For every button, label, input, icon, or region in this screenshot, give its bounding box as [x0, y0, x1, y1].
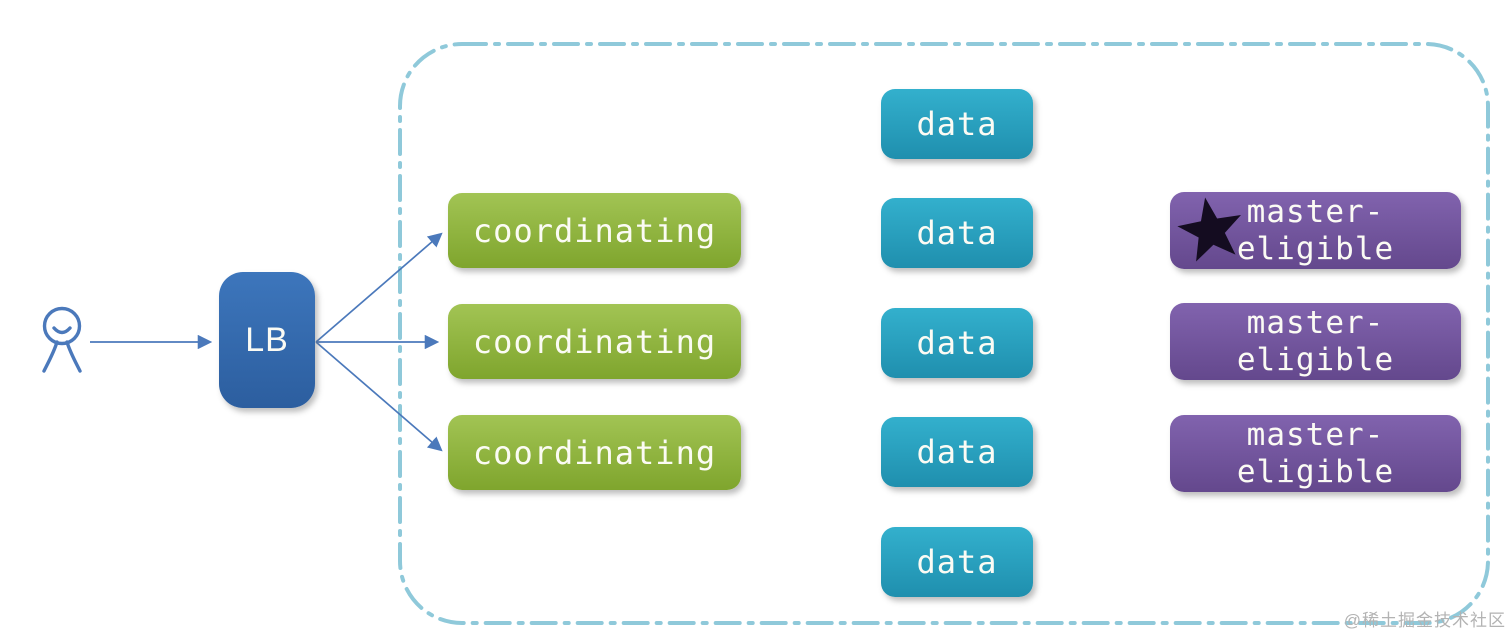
- master-label-line1: master-: [1246, 416, 1385, 453]
- master-label-line1: master-: [1246, 304, 1385, 341]
- master-label-line2: eligible: [1236, 341, 1395, 378]
- person-icon: [42, 306, 82, 373]
- master-label-line2: eligible: [1236, 453, 1395, 490]
- arrow-lb-to-coordinating-1: [315, 232, 443, 343]
- watermark: @稀土掘金技术社区: [1343, 611, 1506, 630]
- arrow-lb-to-coordinating-3: [315, 341, 443, 452]
- master-eligible-node: master- eligible: [1170, 415, 1461, 492]
- coordinating-node: coordinating: [448, 193, 741, 268]
- master-eligible-node: master- eligible: [1170, 303, 1461, 380]
- star-icon: [1177, 197, 1241, 262]
- coordinating-node: coordinating: [448, 415, 741, 490]
- coordinating-node: coordinating: [448, 304, 741, 379]
- data-node: data: [881, 308, 1033, 378]
- data-node: data: [881, 89, 1033, 159]
- master-label-line2: eligible: [1236, 230, 1395, 267]
- data-node: data: [881, 527, 1033, 597]
- request-arrows: [90, 232, 443, 452]
- cluster-boundary: [398, 42, 1490, 625]
- master-label-line1: master-: [1246, 193, 1385, 230]
- master-eligible-node: master- eligible: [1170, 192, 1461, 269]
- load-balancer-node: LB: [219, 272, 315, 408]
- data-node: data: [881, 417, 1033, 487]
- data-node: data: [881, 198, 1033, 268]
